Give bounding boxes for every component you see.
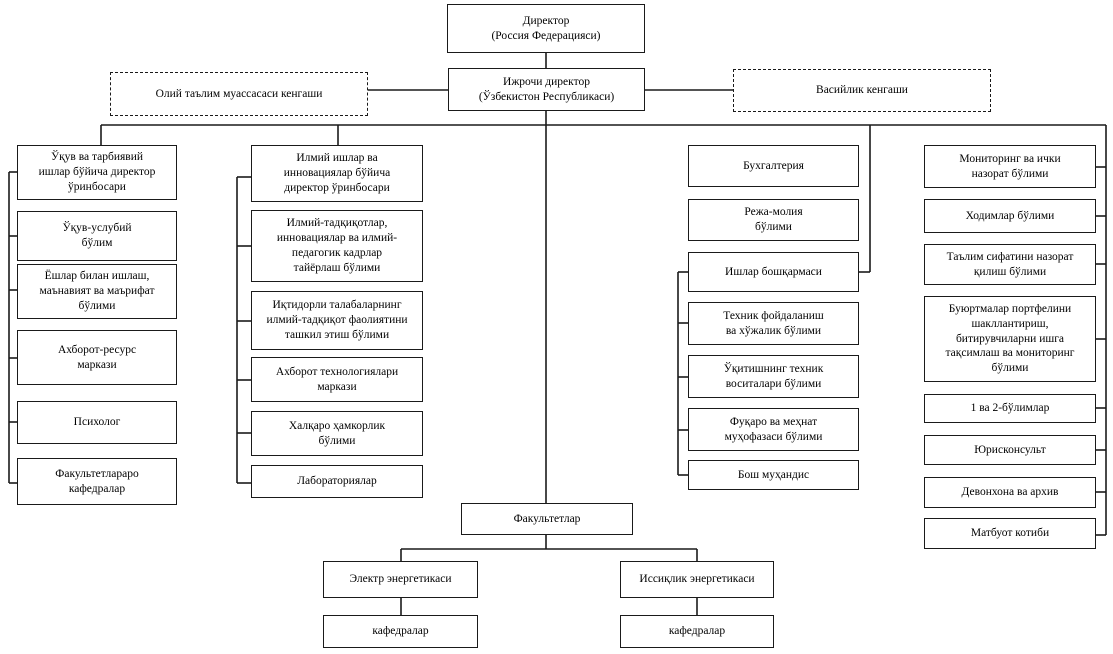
affairs-unit-box: Техник фойдаланиш ва хўжалик бўлими	[688, 302, 859, 345]
science-unit-box: Лабораториялар	[251, 465, 423, 498]
science-unit-box: Илмий-тадқиқотлар, инновациялар ва илмий…	[251, 210, 423, 282]
executive-director-box: Ижрочи директор (Ўзбекистон Республикаси…	[448, 68, 645, 111]
direct-unit-box: Таълим сифатини назорат қилиш бўлими	[924, 244, 1096, 285]
accounting-box: Бухгалтерия	[688, 145, 859, 187]
science-deputy-box: Илмий ишлар ва инновациялар бўйича дирек…	[251, 145, 423, 202]
education-deputy-box: Ўқув ва тарбиявий ишлар бўйича директор …	[17, 145, 177, 200]
science-unit-box: Ахборот технологиялари маркази	[251, 357, 423, 402]
direct-unit-box: Юрисконсульт	[924, 435, 1096, 465]
direct-unit-box: Ходимлар бўлими	[924, 199, 1096, 233]
direct-unit-box: Буюртмалар портфелини шакллантириш, бити…	[924, 296, 1096, 382]
affairs-unit-box: Бош муҳандис	[688, 460, 859, 490]
direct-unit-box: Мониторинг ва ички назорат бўлими	[924, 145, 1096, 188]
faculty-box: Электр энергетикаси	[323, 561, 478, 598]
education-unit-box: Ўқув-услубий бўлим	[17, 211, 177, 261]
affairs-unit-box: Фуқаро ва меҳнат муҳофазаси бўлими	[688, 408, 859, 451]
board-of-trustees-box: Васийлик кенгаши	[733, 69, 991, 112]
education-unit-box: Психолог	[17, 401, 177, 444]
faculty-box: Иссиқлик энергетикаси	[620, 561, 774, 598]
planning-finance-box: Режа-молия бўлими	[688, 199, 859, 241]
departments-box: кафедралар	[323, 615, 478, 648]
science-unit-box: Иқтидорли талабаларнинг илмий-тадқиқот ф…	[251, 291, 423, 350]
council-higher-ed-box: Олий таълим муассасаси кенгаши	[110, 72, 368, 116]
faculties-box: Факультетлар	[461, 503, 633, 535]
science-unit-box: Халқаро ҳамкорлик бўлими	[251, 411, 423, 456]
affairs-unit-box: Ўқитишнинг техник воситалари бўлими	[688, 355, 859, 398]
education-unit-box: Ёшлар билан ишлаш, маънавият ва маърифат…	[17, 264, 177, 319]
director-box: Директор (Россия Федерацияси)	[447, 4, 645, 53]
education-unit-box: Ахборот-ресурс маркази	[17, 330, 177, 385]
direct-unit-box: 1 ва 2-бўлимлар	[924, 394, 1096, 423]
departments-box: кафедралар	[620, 615, 774, 648]
affairs-office-box: Ишлар бошқармаси	[688, 252, 859, 292]
direct-unit-box: Девонхона ва архив	[924, 477, 1096, 508]
education-unit-box: Факультетлараро кафедралар	[17, 458, 177, 505]
direct-unit-box: Матбуот котиби	[924, 518, 1096, 549]
